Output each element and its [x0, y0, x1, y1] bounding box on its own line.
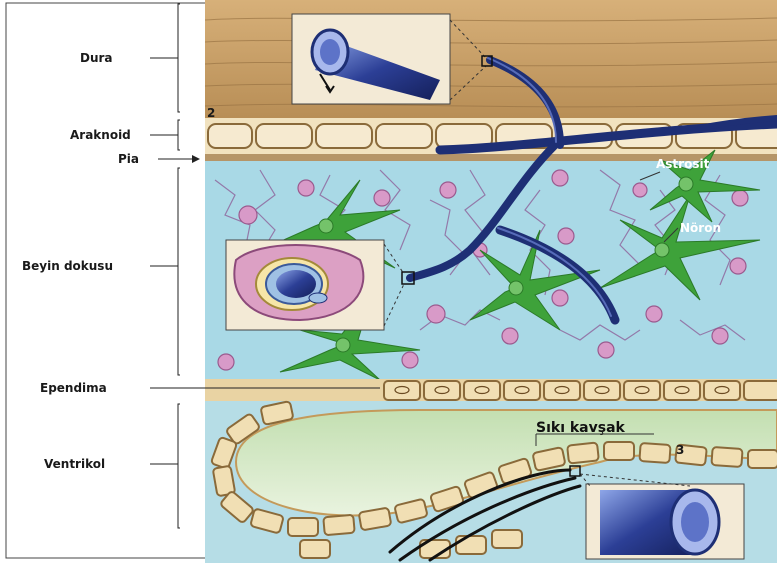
- neuron-cell: [502, 328, 518, 344]
- neuron-cell: [732, 190, 748, 206]
- label-beyin-dokusu: Beyin dokusu: [22, 259, 113, 273]
- neuron-cell: [239, 206, 257, 224]
- neuron-cell: [440, 182, 456, 198]
- label-pia: Pia: [118, 152, 139, 166]
- neuron-cell: [598, 342, 614, 358]
- marker-2: 2: [207, 106, 215, 120]
- inset-choroid-vessel: [586, 484, 744, 559]
- inset-capillary: [226, 240, 384, 330]
- label-astrosit: Astrosit: [656, 157, 710, 171]
- label-ventrikol: Ventrikol: [44, 457, 105, 471]
- neuron-cell: [552, 290, 568, 306]
- neuron-cell: [552, 170, 568, 186]
- neuron-cell: [298, 180, 314, 196]
- neuron-cell: [427, 305, 445, 323]
- ependyma-cells: [384, 381, 777, 400]
- label-noron: Nöron: [680, 221, 721, 235]
- inset-dura-vessel: [292, 14, 450, 104]
- marker-3: 3: [676, 443, 684, 457]
- neuron-cell: [633, 183, 647, 197]
- label-ependima: Ependima: [40, 381, 107, 395]
- neuron-cell: [218, 354, 234, 370]
- neuron-cell: [730, 258, 746, 274]
- neuron-cell: [558, 228, 574, 244]
- neuron-cell: [712, 328, 728, 344]
- neuron-cell: [402, 352, 418, 368]
- neuron-cell: [374, 190, 390, 206]
- neuron-cell: [646, 306, 662, 322]
- label-dura: Dura: [80, 51, 113, 65]
- label-araknoid: Araknoid: [70, 128, 131, 142]
- pia-arrow: [158, 155, 200, 163]
